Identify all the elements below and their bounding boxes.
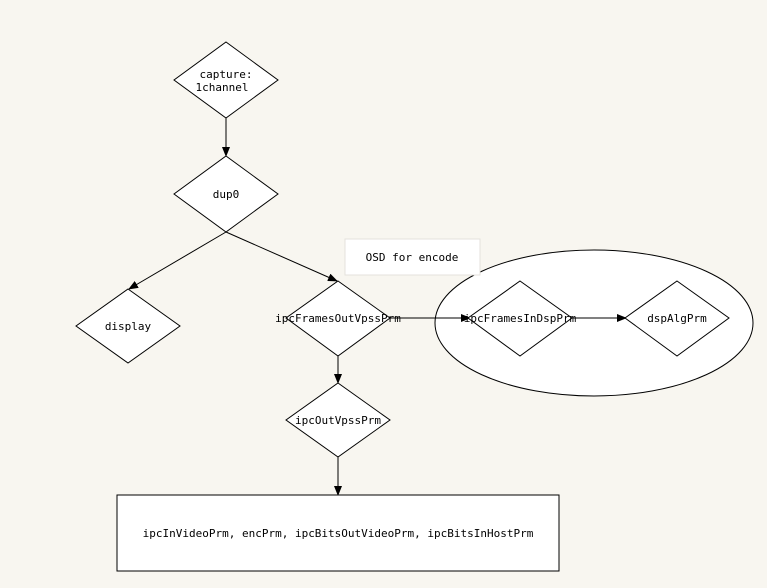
node-display-label: display [105,320,152,333]
node-dspalgprm-label: dspAlgPrm [647,312,707,325]
osd-note-label: OSD for encode [366,251,459,264]
node-capture[interactable]: capture: 1channel [173,41,279,119]
node-capture-label-2: 1channel [196,81,249,94]
node-capture-label-1: capture: [200,68,253,81]
node-dspalgprm[interactable]: dspAlgPrm [624,280,730,357]
osd-note: OSD for encode [344,238,481,276]
node-encode-chain-label: ipcInVideoPrm, encPrm, ipcBitsOutVideoPr… [143,527,534,540]
node-encode-chain[interactable]: ipcInVideoPrm, encPrm, ipcBitsOutVideoPr… [116,494,560,572]
node-ipcframesoutvpssprm[interactable]: ipcFramesOutVpssPrm [275,280,401,357]
node-ipcframesindspprm[interactable]: ipcFramesInDspPrm [464,280,577,357]
edge-dup0-display [128,231,227,290]
node-dup0[interactable]: dup0 [173,155,279,233]
node-ipcoutvpssprm[interactable]: ipcOutVpssPrm [285,382,391,458]
node-dup0-label: dup0 [213,188,240,201]
edge-dup0-ipcframesout [225,231,338,282]
node-ipcframesoutvpssprm-label: ipcFramesOutVpssPrm [275,312,401,325]
node-ipcoutvpssprm-label: ipcOutVpssPrm [295,414,381,427]
node-ipcframesindspprm-label: ipcFramesInDspPrm [464,312,577,325]
node-display[interactable]: display [75,288,181,364]
